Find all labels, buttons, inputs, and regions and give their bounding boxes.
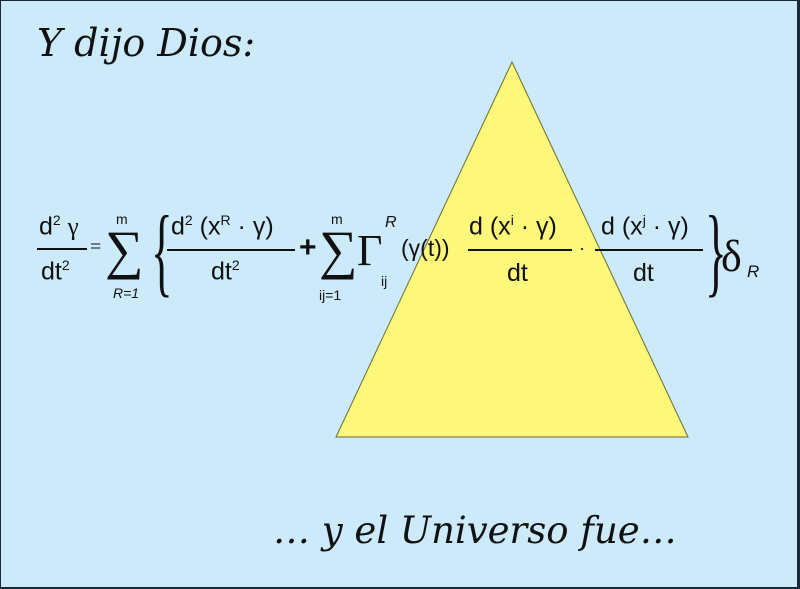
sum2-lower: ij=1 — [319, 287, 342, 303]
sum2-upper: m — [331, 211, 343, 227]
slide-footer: … y el Universo fue… — [273, 509, 677, 552]
delta-subscript: R — [747, 262, 760, 281]
sum1-sigma: ∑ — [105, 220, 144, 280]
sum2-sigma: ∑ — [319, 220, 358, 280]
lhs-denominator: dt2 — [41, 257, 70, 286]
frac1-denominator: dt — [507, 259, 528, 287]
plus-sign: + — [299, 231, 317, 264]
frac2-numerator: d (xj · γ) — [601, 212, 689, 241]
sum1-upper: m — [116, 211, 128, 227]
lhs-numerator: d2 γ — [39, 212, 79, 241]
gamma-superscript: R — [385, 214, 397, 231]
equals-sign: = — [90, 236, 102, 258]
term1-fraction-bar — [167, 249, 295, 251]
sum1-lower: R=1 — [113, 285, 140, 301]
brace-close: } — [705, 195, 727, 306]
christoffel-gamma: Γ — [357, 226, 383, 275]
frac2-bar — [595, 249, 703, 251]
frac1-bar — [468, 249, 572, 251]
gamma-argument: (γ(t)) — [401, 235, 450, 261]
term1-denominator: dt2 — [211, 257, 240, 286]
frac2-denominator: dt — [633, 259, 654, 287]
multiply-dot: · — [579, 238, 585, 258]
gamma-subscript: ij — [381, 273, 388, 289]
brace-open: { — [151, 195, 173, 306]
delta-symbol: δ — [721, 232, 742, 281]
slide-title: Y dijo Dios: — [37, 21, 256, 65]
frac1-numerator: d (xi · γ) — [469, 212, 557, 241]
term1-numerator: d2 (xR · γ) — [171, 212, 274, 241]
lhs-fraction-bar — [37, 248, 87, 250]
